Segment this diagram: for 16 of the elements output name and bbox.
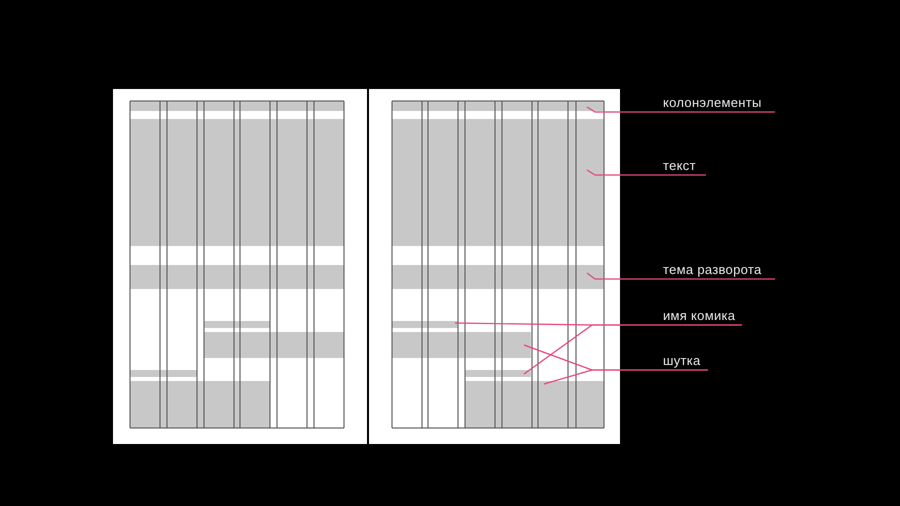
content-block bbox=[465, 381, 604, 428]
callout-label: шутка bbox=[663, 353, 708, 369]
leader-line bbox=[586, 106, 775, 113]
callout-label: имя комика bbox=[663, 308, 742, 324]
content-block bbox=[392, 119, 604, 246]
callout-label: колонэлементы bbox=[663, 95, 775, 111]
leader-line bbox=[586, 170, 706, 176]
leader-line bbox=[544, 369, 708, 385]
content-block bbox=[392, 332, 531, 358]
callout-label: текст bbox=[663, 158, 706, 174]
leader-line bbox=[586, 272, 775, 280]
content-block bbox=[392, 265, 604, 289]
content-block bbox=[392, 321, 458, 328]
content-block bbox=[465, 370, 531, 377]
leader-line bbox=[524, 324, 742, 374]
callout-label: тема разворота bbox=[663, 262, 775, 278]
